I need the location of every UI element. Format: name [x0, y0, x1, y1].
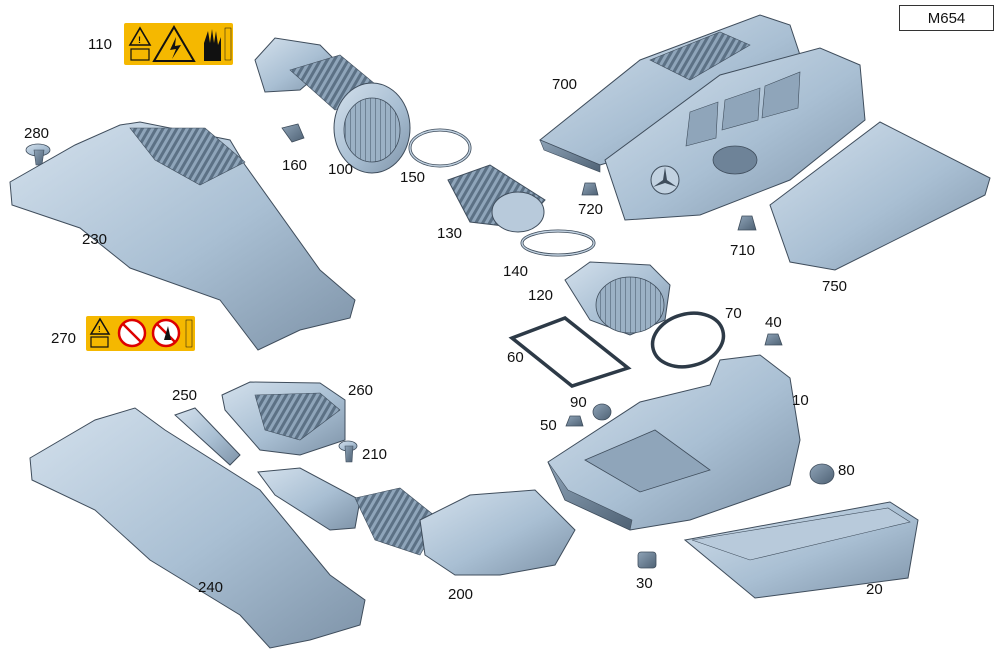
manual-icon: [130, 48, 150, 61]
callout-120: 120: [528, 287, 554, 304]
callout-700: 700: [552, 76, 578, 93]
hose-clamp-140: [520, 229, 596, 257]
manual-icon: [90, 336, 109, 348]
callout-750: 750: [822, 278, 848, 295]
callout-200: 200: [448, 586, 474, 603]
grommet-90: [592, 403, 612, 421]
callout-270: 270: [51, 330, 77, 347]
intake-duct-200: [257, 467, 576, 576]
callout-230: 230: [82, 231, 108, 248]
engine-cover-top-700: [539, 14, 801, 173]
svg-text:!: !: [98, 325, 101, 334]
callout-90: 90: [570, 394, 587, 411]
grommet-50: [565, 415, 584, 427]
callout-150: 150: [400, 169, 426, 186]
callout-240: 240: [198, 579, 224, 596]
callout-30: 30: [636, 575, 653, 592]
callout-100: 100: [328, 161, 354, 178]
strip-250: [174, 407, 241, 466]
clip-210: [338, 440, 358, 463]
callout-80: 80: [838, 462, 855, 479]
gasket-60: [508, 316, 632, 388]
svg-text:!: !: [138, 35, 141, 45]
callout-250: 250: [172, 387, 198, 404]
callout-710: 710: [730, 242, 756, 259]
engine-cover-main: [604, 47, 866, 221]
air-housing-120: [564, 261, 671, 336]
callout-20: 20: [866, 581, 883, 598]
clip-280: [25, 143, 51, 166]
air-filter-housing-10: [547, 354, 801, 531]
callout-60: 60: [507, 349, 524, 366]
callout-50: 50: [540, 417, 557, 434]
cover-plate-750: [769, 121, 991, 271]
callout-160: 160: [282, 157, 308, 174]
callout-280: 280: [24, 125, 50, 142]
hose-clamp-150: [408, 128, 472, 168]
rubber-mount-710: [737, 215, 757, 231]
filter-element-20: [683, 501, 919, 599]
callout-10: 10: [792, 392, 809, 409]
callout-260: 260: [348, 382, 374, 399]
seal-ring-70: [650, 311, 726, 369]
warning-triangle-icon: [89, 317, 111, 335]
callout-70: 70: [725, 305, 742, 322]
callout-140: 140: [503, 263, 529, 280]
bellows-130: [447, 164, 546, 233]
rubber-mount-720: [581, 182, 599, 196]
cowl-panel-230: [9, 121, 356, 351]
high-voltage-icon: [152, 25, 196, 62]
sensor-160: [281, 123, 305, 143]
callout-130: 130: [437, 225, 463, 242]
grommet-80: [809, 463, 835, 485]
warning-label-270: !: [86, 316, 195, 351]
warning-triangle-icon: [128, 26, 152, 46]
part-code-box: M654: [899, 5, 994, 31]
hand-icon: [204, 29, 221, 61]
duct-260: [221, 381, 346, 456]
air-intake-100: [254, 37, 411, 174]
callout-110: 110: [88, 36, 112, 53]
cowl-panel-240: [29, 407, 366, 649]
callout-720: 720: [578, 201, 604, 218]
callout-210: 210: [362, 446, 388, 463]
callout-40: 40: [765, 314, 782, 331]
grommet-40: [764, 333, 783, 346]
warning-label-110: !: [124, 23, 233, 65]
grommet-30: [637, 551, 657, 569]
